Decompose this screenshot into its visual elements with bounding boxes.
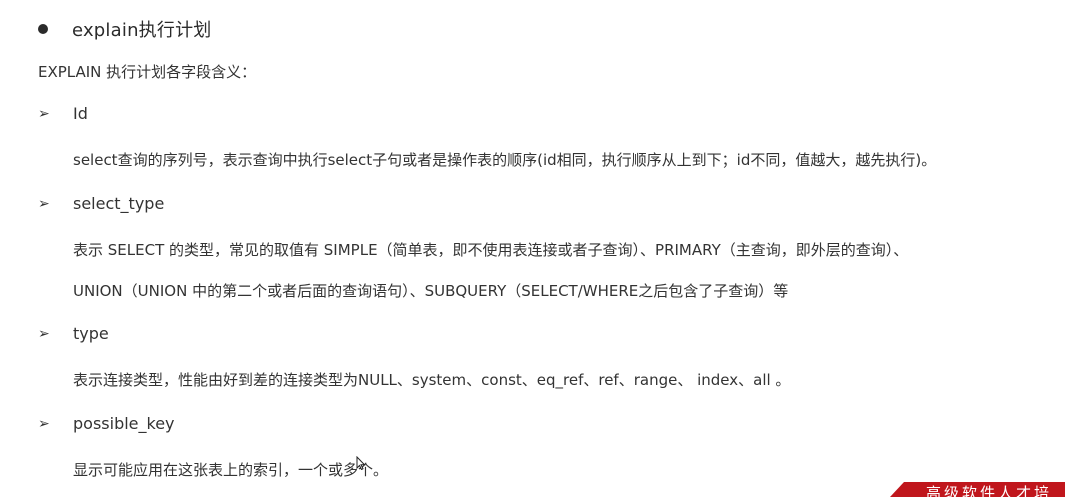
heading-text: explain执行计划	[72, 20, 212, 41]
mouse-cursor-icon	[356, 456, 366, 470]
filled-circle-icon	[38, 24, 48, 34]
item-title-text: type	[73, 324, 109, 343]
item-desc-type: 表示连接类型，性能由好到差的连接类型为NULL、system、const、eq_…	[73, 371, 791, 389]
arrow-bullet-icon: ➢	[38, 105, 50, 122]
item-desc-id: select查询的序列号，表示查询中执行select子句或者是操作表的顺序(id…	[73, 151, 937, 169]
item-title-text: Id	[73, 104, 88, 123]
item-title-text: select_type	[73, 194, 165, 213]
item-title-select-type: ➢ select_type	[38, 194, 164, 213]
arrow-bullet-icon: ➢	[38, 325, 50, 342]
item-desc-select-type-line-2: UNION（UNION 中的第二个或者后面的查询语句）、SUBQUERY（SEL…	[73, 282, 789, 300]
banner-text: 高级软件人才培	[926, 484, 1053, 497]
item-title-possible-key: ➢ possible_key	[38, 414, 175, 433]
banner-shape	[890, 482, 1065, 497]
item-desc-possible-key: 显示可能应用在这张表上的索引，一个或多个。	[73, 461, 389, 479]
item-title-type: ➢ type	[38, 324, 109, 343]
section-heading: explain执行计划	[38, 14, 211, 44]
watermark-banner: 高级软件人才培	[890, 482, 1065, 497]
arrow-bullet-icon: ➢	[38, 195, 50, 212]
item-title-text: possible_key	[73, 414, 175, 433]
intro-text: EXPLAIN 执行计划各字段含义：	[38, 63, 257, 81]
item-desc-select-type-line-1: 表示 SELECT 的类型，常见的取值有 SIMPLE（简单表，即不使用表连接或…	[73, 241, 909, 259]
arrow-bullet-icon: ➢	[38, 415, 50, 432]
item-title-id: ➢ Id	[38, 104, 88, 123]
